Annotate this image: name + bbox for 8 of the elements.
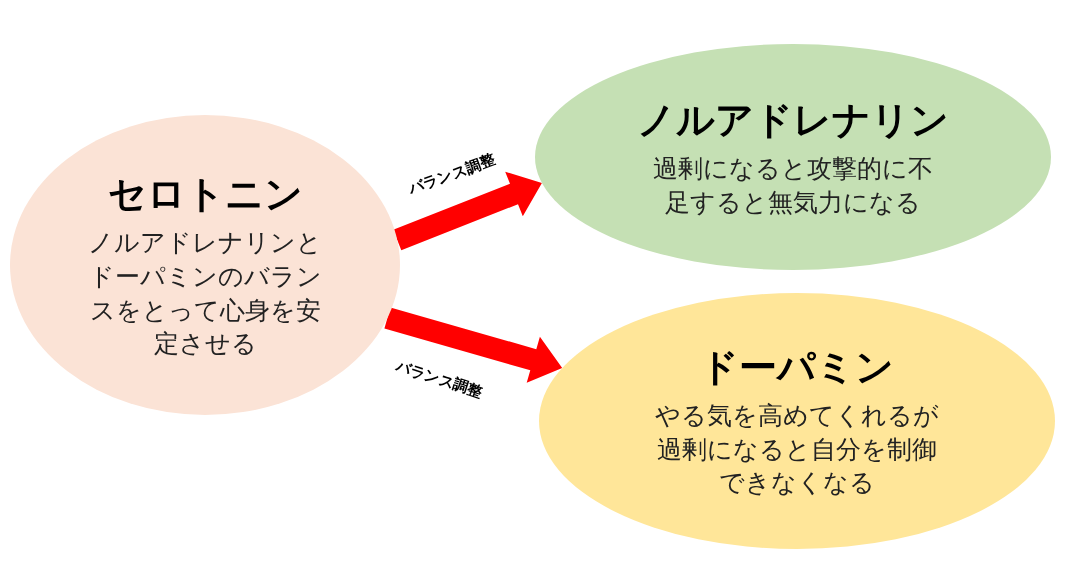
block-arrow: [393, 171, 542, 251]
node-description: 過剰になると攻撃的に不足すると無気力になる: [652, 152, 934, 219]
node-description: ノルアドレナリンとドーパミンのバランスをとって心身を安定させる: [87, 227, 323, 361]
node-description: やる気を高めてくれるが過剰になると自分を制御できなくなる: [654, 399, 940, 500]
node-title: ノルアドレナリン: [637, 96, 949, 144]
block-arrow: [384, 307, 563, 383]
node-title: セロトニン: [107, 171, 303, 218]
node-title: ドーパミン: [700, 343, 894, 391]
